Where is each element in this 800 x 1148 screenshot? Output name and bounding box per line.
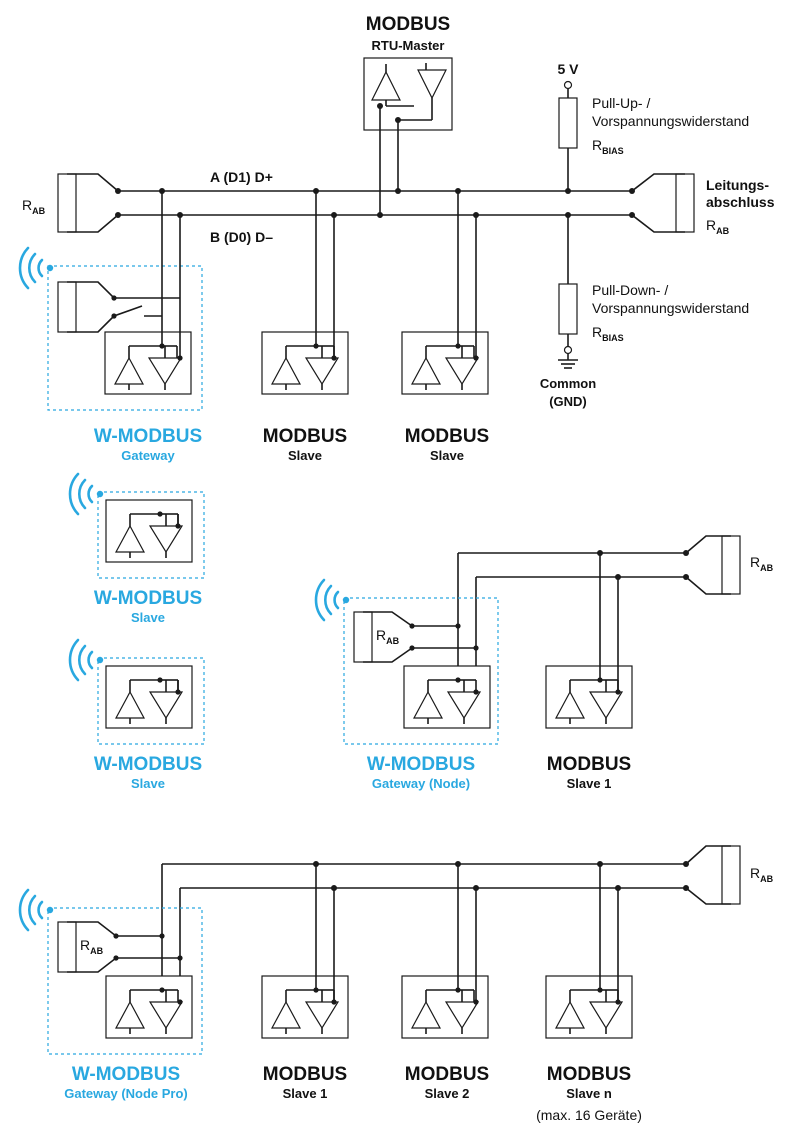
top-gateway-title: W-MODBUS	[94, 426, 202, 447]
ground-label-1: Common	[540, 376, 596, 391]
node-pro-termination-resistor-icon	[721, 845, 741, 905]
top-slave-2-transceiver-icon	[401, 331, 489, 395]
w-slave-2-subtitle: Slave	[131, 776, 165, 791]
node-pro-internal-rab-label: RAB	[80, 937, 104, 956]
mid-slave-1-subtitle: Slave 1	[567, 776, 612, 791]
termination-label-1: Leitungs-	[706, 177, 769, 193]
node-subtitle: Gateway (Node)	[372, 776, 470, 791]
pulldown-resistor-icon	[558, 283, 578, 335]
node-pro-rab-label: RAB	[750, 865, 774, 884]
bot-slave-2-subtitle: Slave 2	[425, 1086, 470, 1101]
node-termination-resistor-icon	[721, 535, 741, 595]
ground-label-2: (GND)	[549, 394, 587, 409]
ground-icon	[558, 354, 578, 369]
bot-slave-2-transceiver-icon	[401, 975, 489, 1039]
pulldown-label-1: Pull-Down- /	[592, 282, 668, 298]
bus-line-b-label: B (D0) D–	[210, 229, 273, 245]
supply-label: 5 V	[557, 61, 579, 77]
wireless-signal-icon	[18, 246, 55, 290]
right-rab-label: RAB	[706, 217, 730, 236]
node-transceiver-icon	[403, 665, 491, 729]
pullup-label-1: Pull-Up- /	[592, 95, 650, 111]
top-slave-1-title: MODBUS	[263, 426, 347, 447]
gateway-termination-resistor-icon	[57, 281, 77, 333]
left-termination-resistor-icon	[57, 173, 77, 233]
bot-slave-1-title: MODBUS	[263, 1064, 347, 1085]
bot-slave-n-transceiver-icon	[545, 975, 633, 1039]
node-title: W-MODBUS	[367, 754, 475, 775]
w-slave-1-transceiver-icon	[105, 499, 193, 563]
master-subtitle: RTU-Master	[372, 38, 445, 53]
right-termination-resistor-icon	[675, 173, 695, 233]
node-pro-internal-resistor-icon	[57, 921, 77, 973]
w-slave-1-subtitle: Slave	[131, 610, 165, 625]
mid-slave-1-transceiver-icon	[545, 665, 633, 729]
bus-line-a-label: A (D1) D+	[210, 169, 273, 185]
top-slave-2-subtitle: Slave	[430, 448, 464, 463]
wireless-slaves-section: W-MODBUS Slave W-MODBUS Slave	[68, 472, 205, 791]
pullup-resistor-icon	[558, 97, 578, 149]
node-pro-subtitle: Gateway (Node Pro)	[64, 1086, 188, 1101]
top-slave-2-title: MODBUS	[405, 426, 489, 447]
supply-terminal-icon	[563, 80, 573, 90]
bot-slave-n-note: (max. 16 Geräte)	[536, 1107, 642, 1123]
top-gateway-subtitle: Gateway	[121, 448, 175, 463]
pullup-rbias-label: RBIAS	[592, 137, 624, 156]
top-gateway-boundary	[47, 265, 203, 411]
w-slave-2-title: W-MODBUS	[94, 754, 202, 775]
node-bus-section: RAB RAB W-MODBUS Gateway (Node) MODBUS S…	[314, 535, 774, 791]
w-slave-2-transceiver-icon	[105, 665, 193, 729]
node-internal-rab-label: RAB	[376, 627, 400, 646]
top-bus-section: A (D1) D+ B (D0) D– RAB Leitungs- abschl…	[18, 14, 775, 463]
pulldown-label-2: Vorspannungswiderstand	[592, 300, 749, 316]
node-internal-resistor-icon	[353, 611, 373, 663]
top-slave-1-transceiver-icon	[261, 331, 349, 395]
termination-label-2: abschluss	[706, 194, 775, 210]
bot-slave-1-subtitle: Slave 1	[283, 1086, 328, 1101]
node-rab-label: RAB	[750, 554, 774, 573]
node-pro-title: W-MODBUS	[72, 1064, 180, 1085]
node-pro-transceiver-icon	[105, 975, 193, 1039]
top-slave-1-subtitle: Slave	[288, 448, 322, 463]
top-gateway-transceiver-icon	[104, 331, 192, 395]
bot-slave-2-title: MODBUS	[405, 1064, 489, 1085]
master-transceiver-icon	[363, 57, 453, 131]
bot-slave-1-transceiver-icon	[261, 975, 349, 1039]
pulldown-rbias-label: RBIAS	[592, 324, 624, 343]
w-slave-1-title: W-MODBUS	[94, 588, 202, 609]
mid-slave-1-title: MODBUS	[547, 754, 631, 775]
left-rab-label: RAB	[22, 197, 46, 216]
bot-slave-n-title: MODBUS	[547, 1064, 631, 1085]
master-title: MODBUS	[366, 14, 450, 35]
pullup-label-2: Vorspannungswiderstand	[592, 113, 749, 129]
bot-slave-n-subtitle: Slave n	[566, 1086, 612, 1101]
node-pro-bus-section: RAB RAB W-MODBUS Gateway (Node Pro) MODB…	[18, 845, 774, 1123]
